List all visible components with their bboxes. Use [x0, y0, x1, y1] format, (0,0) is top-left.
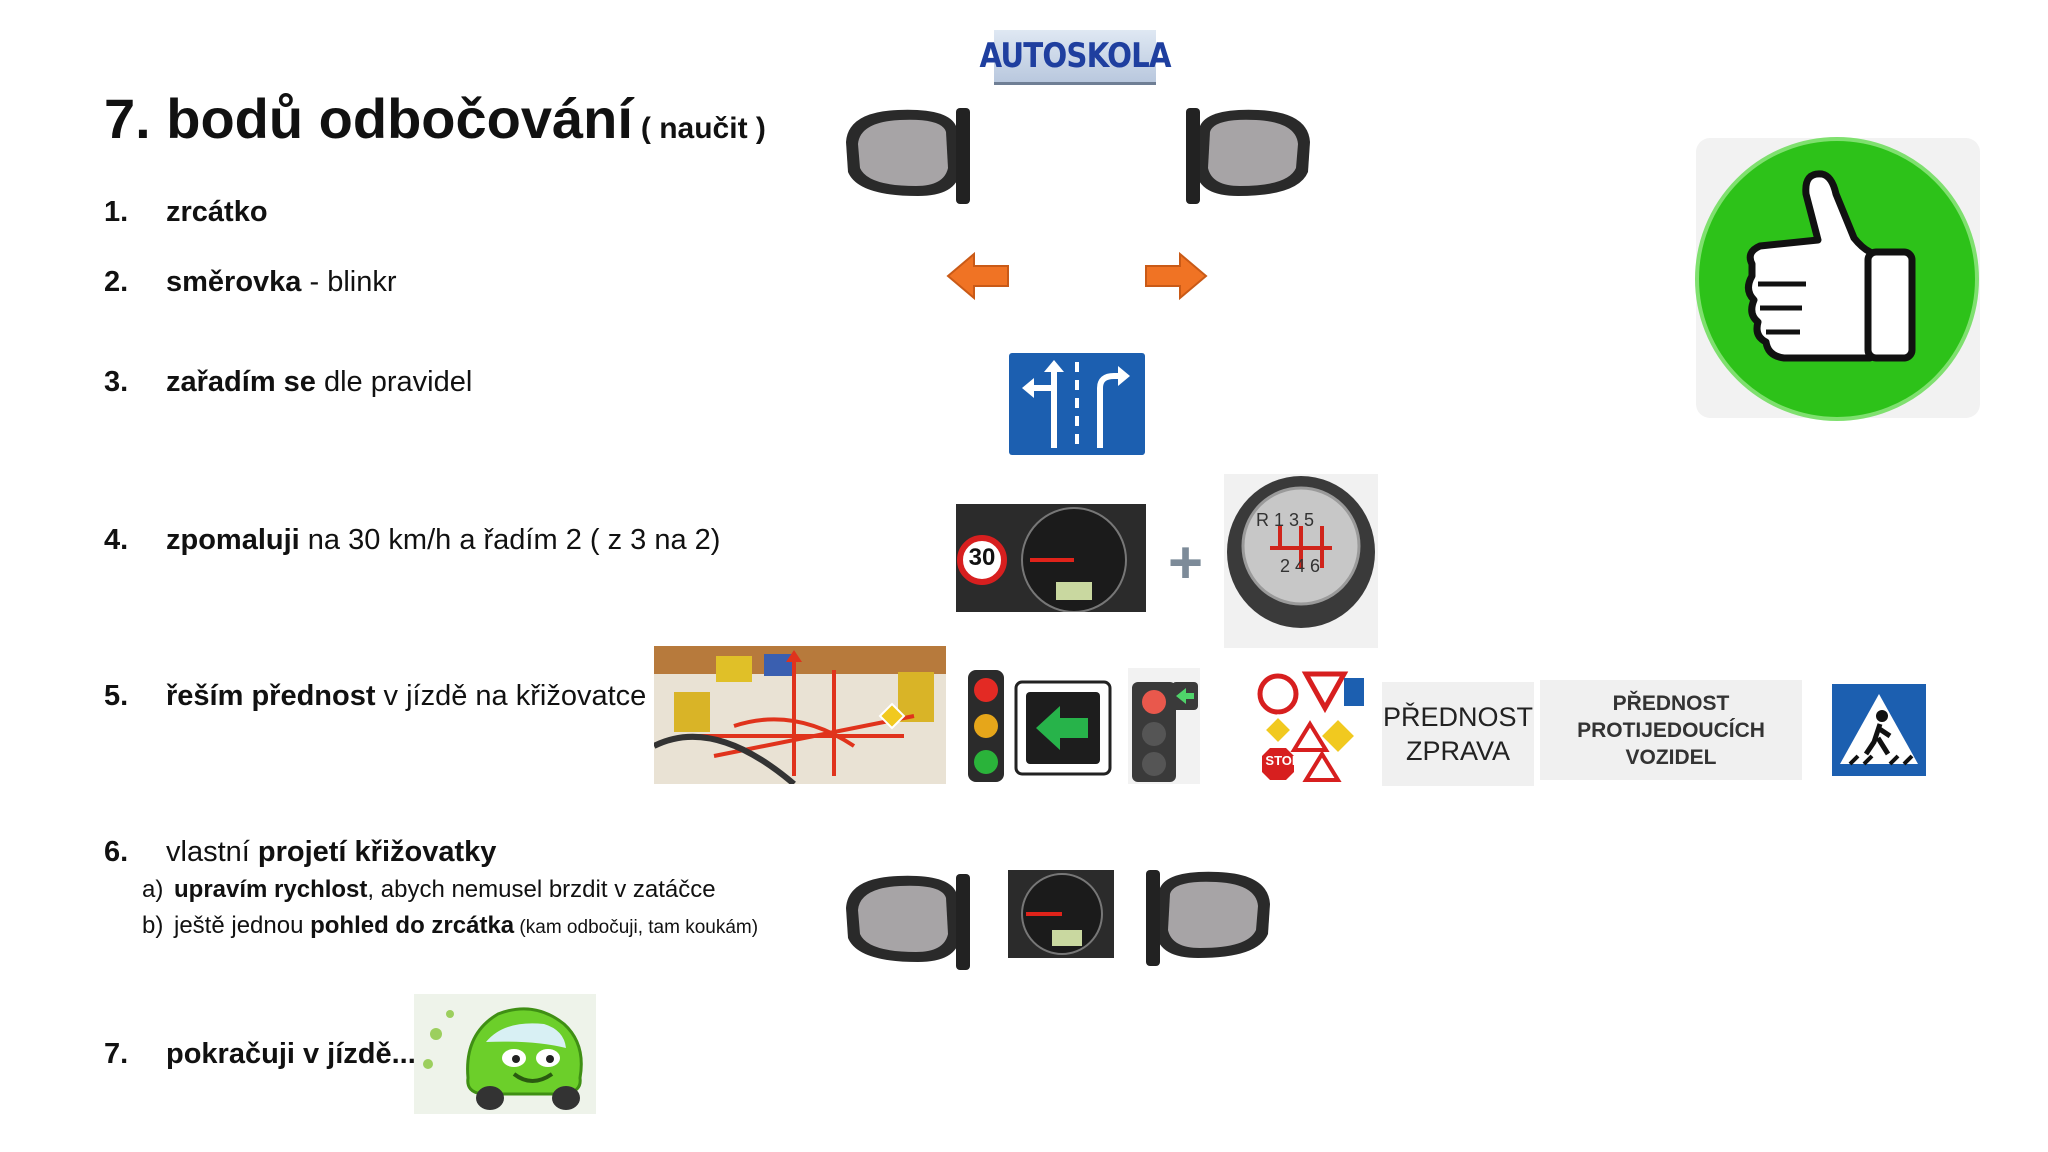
step-bold: směrovka [166, 266, 302, 298]
step-text: - blinkr [301, 266, 397, 298]
step-6: 6. vlastní projetí křižovatky [104, 836, 496, 869]
step-7: 7. pokračuji v jízdě... [104, 1038, 416, 1071]
title-sub: ( naučit ) [640, 112, 766, 145]
step-text: v jízdě na křižovatce [375, 680, 647, 712]
step-number: 2. [104, 266, 129, 298]
step-number: 3. [104, 366, 129, 398]
gear-labels-top: R 1 3 5 [1256, 510, 1315, 530]
step-4: 4. zpomaluji na 30 km/h a řadím 2 ( z 3 n… [104, 524, 720, 557]
left-arrow-icon [946, 251, 1009, 301]
right-mirror-icon [1186, 108, 1310, 204]
green-arrow-signal-icon [1014, 680, 1112, 776]
right-mirror-icon-2 [1146, 870, 1270, 966]
priority-right-line1: PŘEDNOST [1382, 702, 1534, 732]
left-mirror-icon [846, 108, 970, 204]
title-main: 7. bodů odbočování [104, 87, 633, 150]
substep-text: ještě jednou [174, 912, 311, 939]
step-number: 5. [104, 680, 129, 712]
green-car-icon [414, 994, 596, 1114]
priority-signs-icon [1257, 671, 1364, 782]
priority-right-label: PŘEDNOST ZPRAVA [1382, 682, 1534, 786]
substep-text: , abych nemusel brzdit v zatáčce [367, 876, 716, 903]
traffic-light-icon [968, 670, 1004, 782]
priority-right-line2: ZPRAVA [1405, 736, 1511, 766]
page-title: 7. bodů odbočování( naučit ) [104, 86, 766, 151]
step-1: 1. zrcátko [104, 196, 268, 229]
step-bold: zrcátko [166, 196, 268, 228]
step-5: 5. řeším přednost v jízdě na křižovatce [104, 680, 646, 713]
speedometer-icon [956, 504, 1146, 612]
substep-bold: pohled do zrcátka [310, 912, 515, 939]
pedestrian-crossing-icon [1832, 684, 1926, 776]
autoskola-logo: AUTOSKOLA [979, 30, 1171, 85]
step-number: 7. [104, 1038, 129, 1070]
substep-a: a) upravím rychlost, abych nemusel brzdit… [142, 876, 716, 904]
intersection-picture [654, 646, 946, 784]
speed-limit-30: 30 [968, 544, 996, 571]
lane-sign-icon [1005, 349, 1149, 459]
logo-text: AUTOSKOLA [979, 36, 1171, 76]
speedometer-icon-2 [1008, 870, 1114, 958]
step-number: 1. [104, 196, 129, 228]
substep-letter: a) [142, 876, 164, 903]
substep-b: b) ještě jednou pohled do zrcátka (kam od… [142, 912, 758, 940]
gear-knob-icon [1224, 474, 1378, 648]
step-text: dle pravidel [315, 366, 473, 398]
gear-labels-bottom: 2 4 6 [1280, 556, 1321, 576]
step-number: 6. [104, 836, 129, 868]
priority-oncoming-line1: PŘEDNOST [1612, 691, 1730, 715]
step-2: 2. směrovka - blinkr [104, 266, 397, 299]
plus-sign: + [1168, 529, 1204, 596]
priority-oncoming-line3: VOZIDEL [1625, 745, 1717, 769]
step-3: 3. zařadím se dle pravidel [104, 366, 472, 399]
step-number: 4. [104, 524, 129, 556]
step-bold: řeším přednost [166, 680, 376, 712]
step-bold: zpomaluji [166, 524, 300, 556]
right-arrow-icon [1145, 251, 1208, 301]
substep-bold: upravím rychlost [174, 876, 368, 903]
thumbs-up-icon [1695, 137, 1979, 421]
step-bold: projetí křižovatky [257, 836, 497, 868]
step-bold: pokračuji v jízdě... [166, 1038, 416, 1070]
step-bold: zařadím se [166, 366, 316, 398]
traffic-light-turn-icon [1128, 668, 1200, 784]
stop-sign-text: STOP [1265, 753, 1301, 768]
substep-note: (kam odbočuji, tam koukám) [514, 917, 759, 938]
substep-letter: b) [142, 912, 164, 939]
priority-oncoming-label: PŘEDNOST PROTIJEDOUCÍCH VOZIDEL [1540, 680, 1802, 780]
priority-oncoming-line2: PROTIJEDOUCÍCH [1577, 718, 1765, 742]
left-mirror-icon-2 [846, 874, 970, 970]
step-text: na 30 km/h a řadím 2 ( z 3 na 2) [299, 524, 721, 556]
step-text: vlastní [166, 836, 258, 868]
